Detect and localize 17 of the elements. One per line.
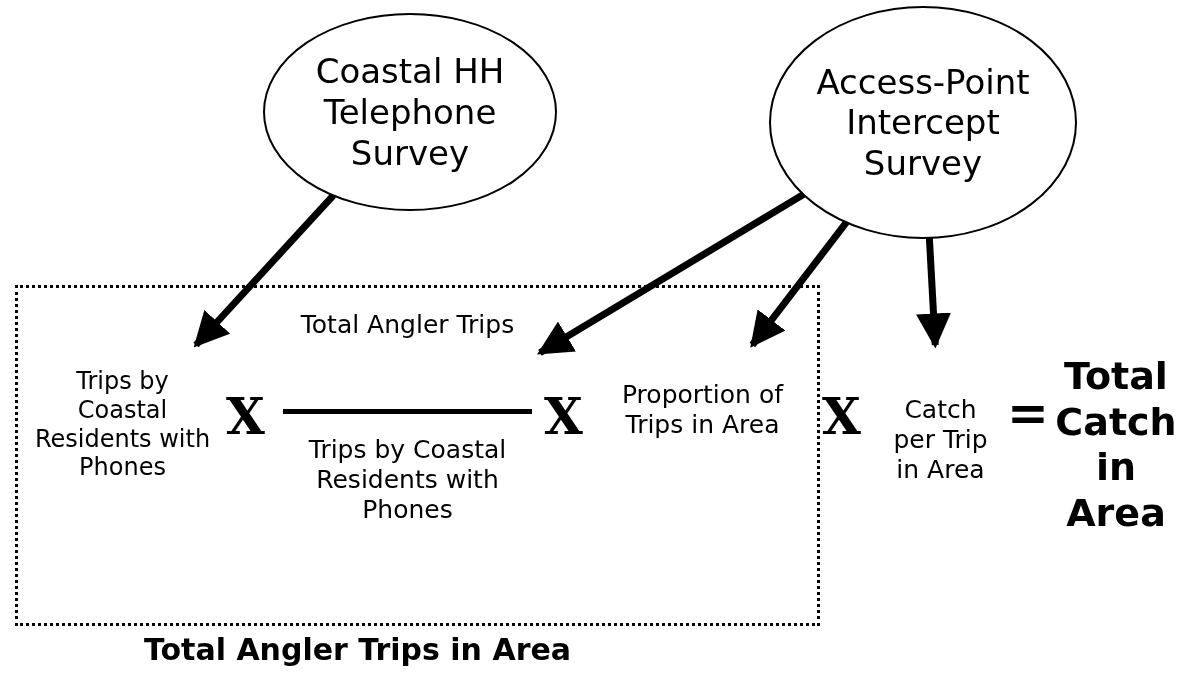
denominator: Trips by Coastal Residents with Phones <box>307 435 508 525</box>
operator-sign: = <box>1007 388 1049 438</box>
term-label: Catch per Trip in Area <box>892 395 989 485</box>
arrow <box>193 193 336 348</box>
arrow <box>916 237 951 349</box>
term-label: Trips by Coastal Residents with Phones <box>33 367 212 483</box>
operator-sign: X <box>226 392 265 442</box>
arrow <box>537 191 806 356</box>
operator-sign: X <box>544 392 583 442</box>
node-label: Coastal HH Telephone Survey <box>314 50 506 174</box>
node-label: Access-Point Intercept Survey <box>815 61 1031 184</box>
numerator: Total Angler Trips <box>299 310 516 340</box>
term-label: Proportion of Trips in Area <box>620 380 785 440</box>
result-label: Total Catch in Area <box>1054 353 1178 537</box>
operator-sign: X <box>822 392 861 442</box>
arrow <box>749 220 850 348</box>
box-caption: Total Angler Trips in Area <box>143 632 572 668</box>
